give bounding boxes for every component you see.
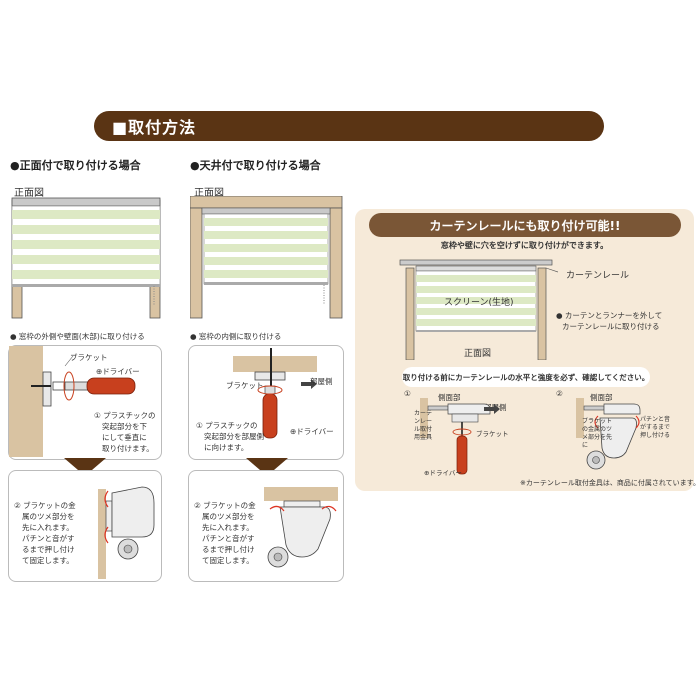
front-driver-label: ⊕ドライバー bbox=[96, 367, 140, 376]
section-title: ■取付方法 bbox=[112, 118, 197, 137]
front-step2-text: ② ブラケットの金 属のツメ部分を 先に入れます。 パチンと音がす るまで押し付… bbox=[14, 501, 76, 565]
rail-notice: 取り付ける前にカーテンレールの水平と強度を必ず、確認してください。 bbox=[402, 373, 650, 382]
ceiling-view-label: 正面図 bbox=[194, 188, 224, 199]
ceiling-step-caption: ● 窓枠の内側に取り付ける bbox=[190, 332, 282, 341]
curtain-rail-subheading: 窓枠や壁に穴を空けずに取り付けができます。 bbox=[440, 241, 609, 250]
rail-view-label: 正面図 bbox=[464, 349, 492, 359]
curtain-rail-heading-bar bbox=[369, 213, 681, 237]
section-title-bar bbox=[94, 111, 604, 141]
ceiling-mount-window-diagram bbox=[190, 196, 343, 319]
rail-step1-number: ① bbox=[404, 389, 411, 398]
front-step1-illustration bbox=[9, 346, 136, 457]
rail-step1-side-label: 側面部 bbox=[438, 393, 461, 402]
front-step2-illustration bbox=[98, 486, 155, 579]
rail-step1-rail-label: カーテンレール取付用金具 bbox=[414, 410, 433, 441]
front-arrow-down bbox=[64, 458, 106, 476]
ceiling-step1-illustration bbox=[233, 348, 317, 439]
rail-step1-illustration bbox=[420, 398, 500, 475]
front-bracket-label: ブラケット bbox=[70, 353, 108, 362]
screen-label: スクリーン(生地) bbox=[444, 298, 514, 308]
rail-step2-number: ② bbox=[556, 389, 563, 398]
ceiling-bracket-label: ブラケット bbox=[226, 381, 264, 390]
ceiling-step1-text: ① プラスチックの 突起部分を部屋側 に向けます。 bbox=[196, 421, 264, 452]
rail-step2-bracket-label: ブラケットの金属のツメ部分を先に bbox=[582, 418, 613, 449]
curtain-rail-heading: カーテンレールにも取り付け可能!! bbox=[429, 219, 621, 233]
ceiling-arrow-down bbox=[246, 458, 288, 476]
remove-note: ● カーテンとランナーを外して カーテンレールに取り付ける bbox=[556, 311, 663, 331]
ceiling-step2-text: ② ブラケットの金 属のツメ部分を 先に入れます。 パチンと音がす るまで押し付… bbox=[194, 501, 256, 565]
front-view-label: 正面図 bbox=[14, 188, 44, 199]
ceiling-driver-label: ⊕ドライバー bbox=[290, 427, 334, 436]
rail-step1-driver-label: ⊕ドライバー bbox=[424, 469, 462, 477]
ceiling-mount-heading: ●天井付で取り付ける場合 bbox=[190, 159, 321, 172]
front-mount-window-diagram bbox=[11, 197, 161, 319]
rail-step1-bracket-label: ブラケット bbox=[476, 430, 509, 438]
front-step-caption: ● 窓枠の外側や壁面(木部)に取り付ける bbox=[10, 332, 145, 341]
rail-label: カーテンレール bbox=[566, 271, 630, 281]
rail-step2-push-label: パチンと音がするまで押し付ける bbox=[640, 416, 671, 439]
rail-step2-side-label: 側面部 bbox=[590, 393, 613, 402]
ceiling-step2-illustration bbox=[264, 487, 338, 568]
curtain-rail-window-diagram bbox=[399, 259, 558, 360]
rail-step2-illustration bbox=[576, 398, 641, 470]
rail-footnote: ※カーテンレール取付金具は、商品に付属されています。 bbox=[520, 479, 700, 487]
front-mount-heading: ●正面付で取り付ける場合 bbox=[10, 159, 141, 172]
rail-notice-box bbox=[402, 367, 650, 387]
room-side-label: 部屋側 bbox=[310, 377, 333, 386]
front-step1-text: ① プラスチックの 突起部分を下 にして垂直に 取り付けます。 bbox=[94, 411, 156, 453]
